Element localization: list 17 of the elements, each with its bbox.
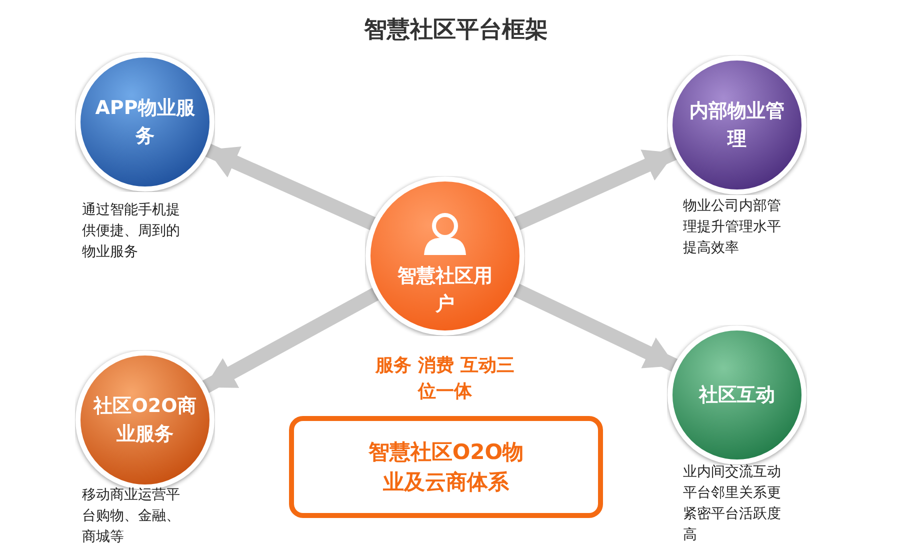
node-label: 智慧社区用户 [396,264,494,317]
caption-text: 物业公司内部管理提升管理水平提高效率 [683,197,782,258]
caption-text: 业内间交流互动平台邻里关系更紧密平台活跃度高 [683,463,782,545]
node-label: 社区O2O商业服务 [92,394,198,447]
node-label: 社区互动 [698,383,776,408]
slogan-text: 服务 消费 互动三位一体 [374,354,516,404]
title: 智慧社区平台框架 [362,16,549,45]
framework-box [289,416,603,518]
arrow [513,146,678,230]
caption-text: 通过智能手机提供便捷、周到的物业服务 [82,201,181,262]
arrow [512,283,679,372]
arrow [204,143,377,231]
node-label: APP物业服务 [94,96,196,149]
node-label: 内部物业管理 [688,99,786,152]
arrow [201,287,380,394]
box-label: 智慧社区O2O物业及云商体系 [367,439,525,496]
caption-text: 移动商业运营平台购物、金融、商城等 [82,486,181,547]
